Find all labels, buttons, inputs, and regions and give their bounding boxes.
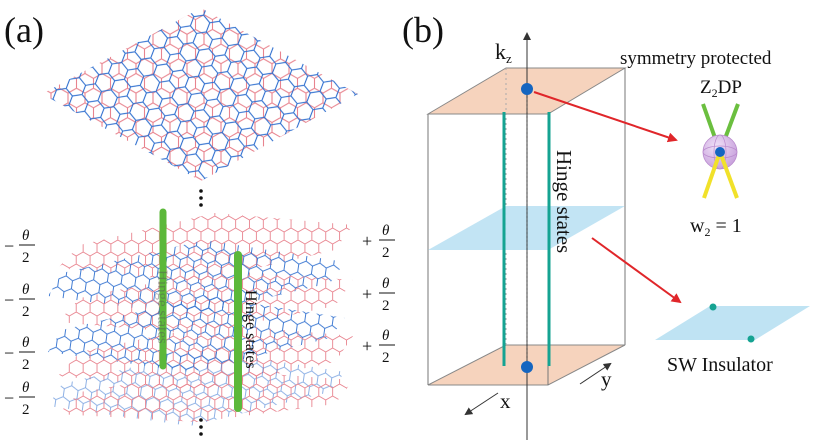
svg-text:−: −	[4, 388, 14, 408]
svg-text:θ: θ	[22, 228, 30, 244]
panel-a: (a)	[4, 8, 395, 436]
svg-text:2: 2	[22, 250, 30, 266]
sw-dot-2	[747, 335, 755, 343]
panel-a-label: (a)	[4, 10, 44, 50]
ellipsis-bottom	[199, 418, 203, 436]
angle-left-2: − θ 2	[4, 282, 35, 320]
hinge-label-a: Hinge states	[242, 290, 259, 369]
angle-right-3: + θ 2	[362, 328, 395, 366]
dot-bottom	[521, 361, 533, 373]
svg-text:θ: θ	[382, 276, 390, 292]
y-axis-arrow	[579, 362, 612, 385]
z2dp-cone	[701, 103, 740, 199]
angle-left-4: − θ 2	[4, 380, 35, 418]
hinge-label-a-ghost: Hinge states	[154, 270, 170, 344]
angle-labels-right: + θ 2 + θ 2 + θ 2	[362, 223, 395, 366]
arrow-to-z2dp	[533, 91, 678, 143]
svg-text:+: +	[362, 336, 372, 356]
svg-text:2: 2	[22, 357, 30, 373]
svg-text:2: 2	[382, 298, 390, 314]
angle-left-1: − θ 2	[4, 228, 35, 266]
svg-text:θ: θ	[22, 335, 30, 351]
ellipsis-top	[199, 189, 203, 207]
svg-text:−: −	[4, 236, 14, 256]
svg-text:θ: θ	[382, 328, 390, 344]
svg-text:−: −	[4, 290, 14, 310]
svg-text:θ: θ	[22, 282, 30, 298]
z2dp-label: Z2DP	[700, 77, 742, 100]
angle-labels-left: − θ 2 − θ 2 − θ 2 − θ 2	[4, 228, 35, 418]
angle-left-3: − θ 2	[4, 335, 35, 373]
x-axis-arrow	[464, 392, 499, 416]
svg-text:2: 2	[382, 245, 390, 261]
panel-b: (b) kz Hinge states x y	[402, 10, 810, 440]
w2-label: w2 = 1	[690, 215, 742, 239]
kz-label: kz	[495, 39, 512, 66]
x-label: x	[500, 389, 511, 413]
dot-top	[521, 83, 533, 95]
angle-right-2: + θ 2	[362, 276, 395, 314]
layer-stack	[48, 213, 353, 426]
svg-text:2: 2	[382, 350, 390, 366]
sw-label: SW Insulator	[667, 354, 773, 376]
angle-right-1: + θ 2	[362, 223, 395, 261]
svg-text:θ: θ	[382, 223, 390, 239]
svg-text:+: +	[362, 284, 372, 304]
hinge-label-b: Hinge states	[552, 150, 576, 253]
y-label: y	[601, 367, 612, 391]
svg-text:2: 2	[22, 402, 30, 418]
svg-text:θ: θ	[22, 380, 30, 396]
svg-text:−: −	[4, 343, 14, 363]
panel-b-label: (b)	[402, 10, 444, 50]
svg-text:2: 2	[22, 304, 30, 320]
moire-lattice	[42, 8, 358, 181]
arrow-to-sw	[591, 237, 682, 304]
hinge-lines-a	[159, 208, 242, 412]
sw-dot-1	[709, 303, 717, 311]
svg-text:+: +	[362, 231, 372, 251]
z2dp-dot	[715, 147, 725, 157]
z2dp-caption: symmetry protected	[620, 48, 772, 69]
sw-plane	[655, 306, 810, 340]
